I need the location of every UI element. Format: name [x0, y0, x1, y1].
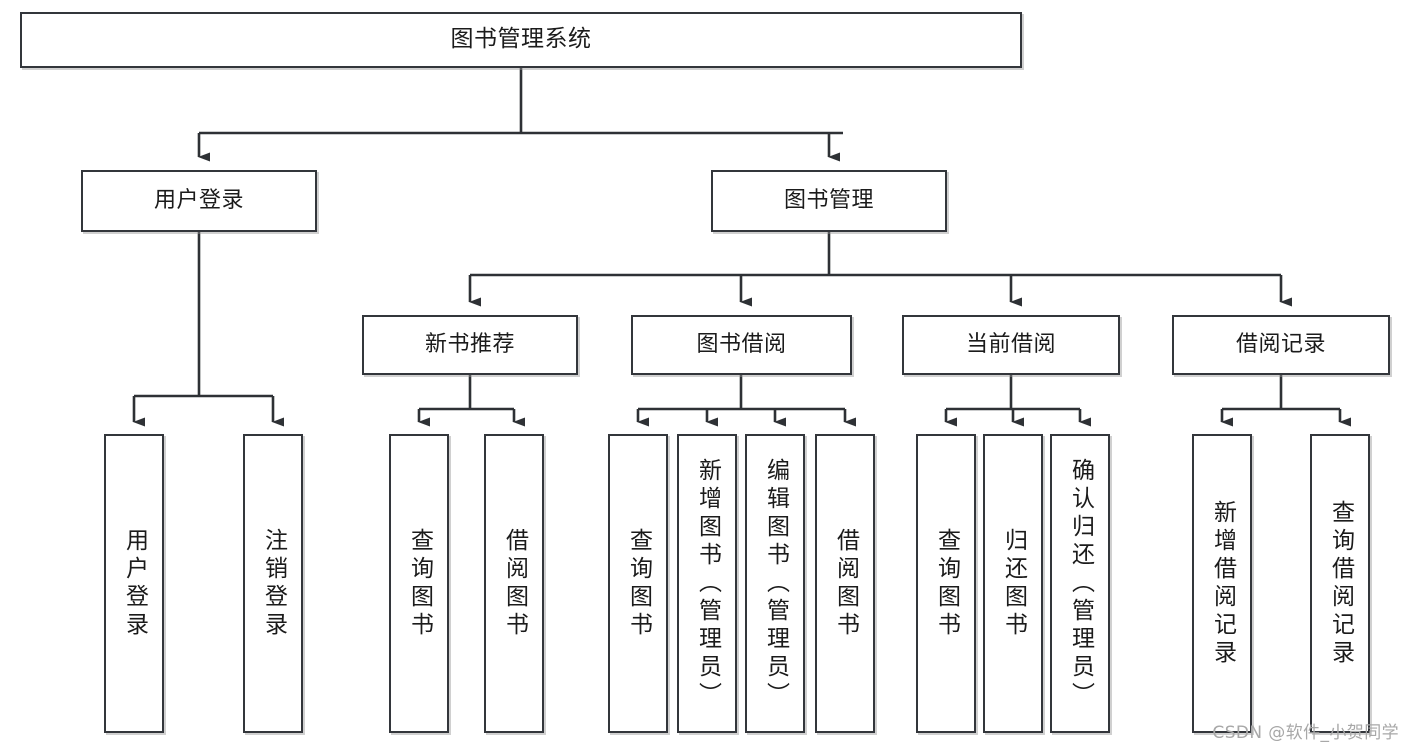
- leaf-borrow-book[interactable]: 借阅图书: [815, 434, 875, 733]
- node-label: 查询图书: [933, 527, 960, 640]
- node-label: 编辑图书（管理员）: [762, 457, 789, 710]
- node-label: 归还图书: [1000, 527, 1027, 640]
- node-label: 查询图书: [406, 527, 433, 640]
- node-user-login[interactable]: 用户登录: [81, 170, 317, 232]
- node-label: 借阅图书: [501, 527, 528, 640]
- node-label: 借阅记录: [1235, 332, 1326, 358]
- node-label: 图书管理: [783, 188, 874, 214]
- node-new-book-recommend[interactable]: 新书推荐: [362, 315, 578, 375]
- node-label: 新书推荐: [424, 332, 515, 358]
- node-borrow-record[interactable]: 借阅记录: [1172, 315, 1390, 375]
- node-label: 图书借阅: [696, 332, 787, 358]
- node-current-borrow[interactable]: 当前借阅: [902, 315, 1120, 375]
- leaf-query-borrow-record[interactable]: 查询借阅记录: [1310, 434, 1370, 733]
- leaf-user-login[interactable]: 用户登录: [104, 434, 164, 733]
- node-label: 用户登录: [121, 527, 148, 640]
- leaf-query-book-recommend[interactable]: 查询图书: [389, 434, 449, 733]
- node-book-borrow[interactable]: 图书借阅: [631, 315, 852, 375]
- leaf-confirm-return-admin[interactable]: 确认归还（管理员）: [1050, 434, 1110, 733]
- node-label: 新增借阅记录: [1209, 499, 1236, 668]
- leaf-query-book-current[interactable]: 查询图书: [916, 434, 976, 733]
- node-label: 借阅图书: [832, 527, 859, 640]
- leaf-return-book[interactable]: 归还图书: [983, 434, 1043, 733]
- node-label: 当前借阅: [965, 332, 1056, 358]
- node-label: 注销登录: [260, 527, 287, 640]
- node-book-management[interactable]: 图书管理: [711, 170, 947, 232]
- leaf-borrow-book-recommend[interactable]: 借阅图书: [484, 434, 544, 733]
- node-root-book-management-system[interactable]: 图书管理系统: [20, 12, 1022, 68]
- node-label: 用户登录: [153, 188, 244, 214]
- leaf-add-borrow-record[interactable]: 新增借阅记录: [1192, 434, 1252, 733]
- leaf-query-book-borrow[interactable]: 查询图书: [608, 434, 668, 733]
- leaf-logout[interactable]: 注销登录: [243, 434, 303, 733]
- leaf-edit-book-admin[interactable]: 编辑图书（管理员）: [745, 434, 805, 733]
- node-label: 查询借阅记录: [1327, 499, 1354, 668]
- node-label: 确认归还（管理员）: [1067, 457, 1094, 710]
- node-label: 图书管理系统: [450, 26, 592, 53]
- leaf-add-book-admin[interactable]: 新增图书（管理员）: [677, 434, 737, 733]
- node-label: 新增图书（管理员）: [694, 457, 721, 710]
- node-label: 查询图书: [625, 527, 652, 640]
